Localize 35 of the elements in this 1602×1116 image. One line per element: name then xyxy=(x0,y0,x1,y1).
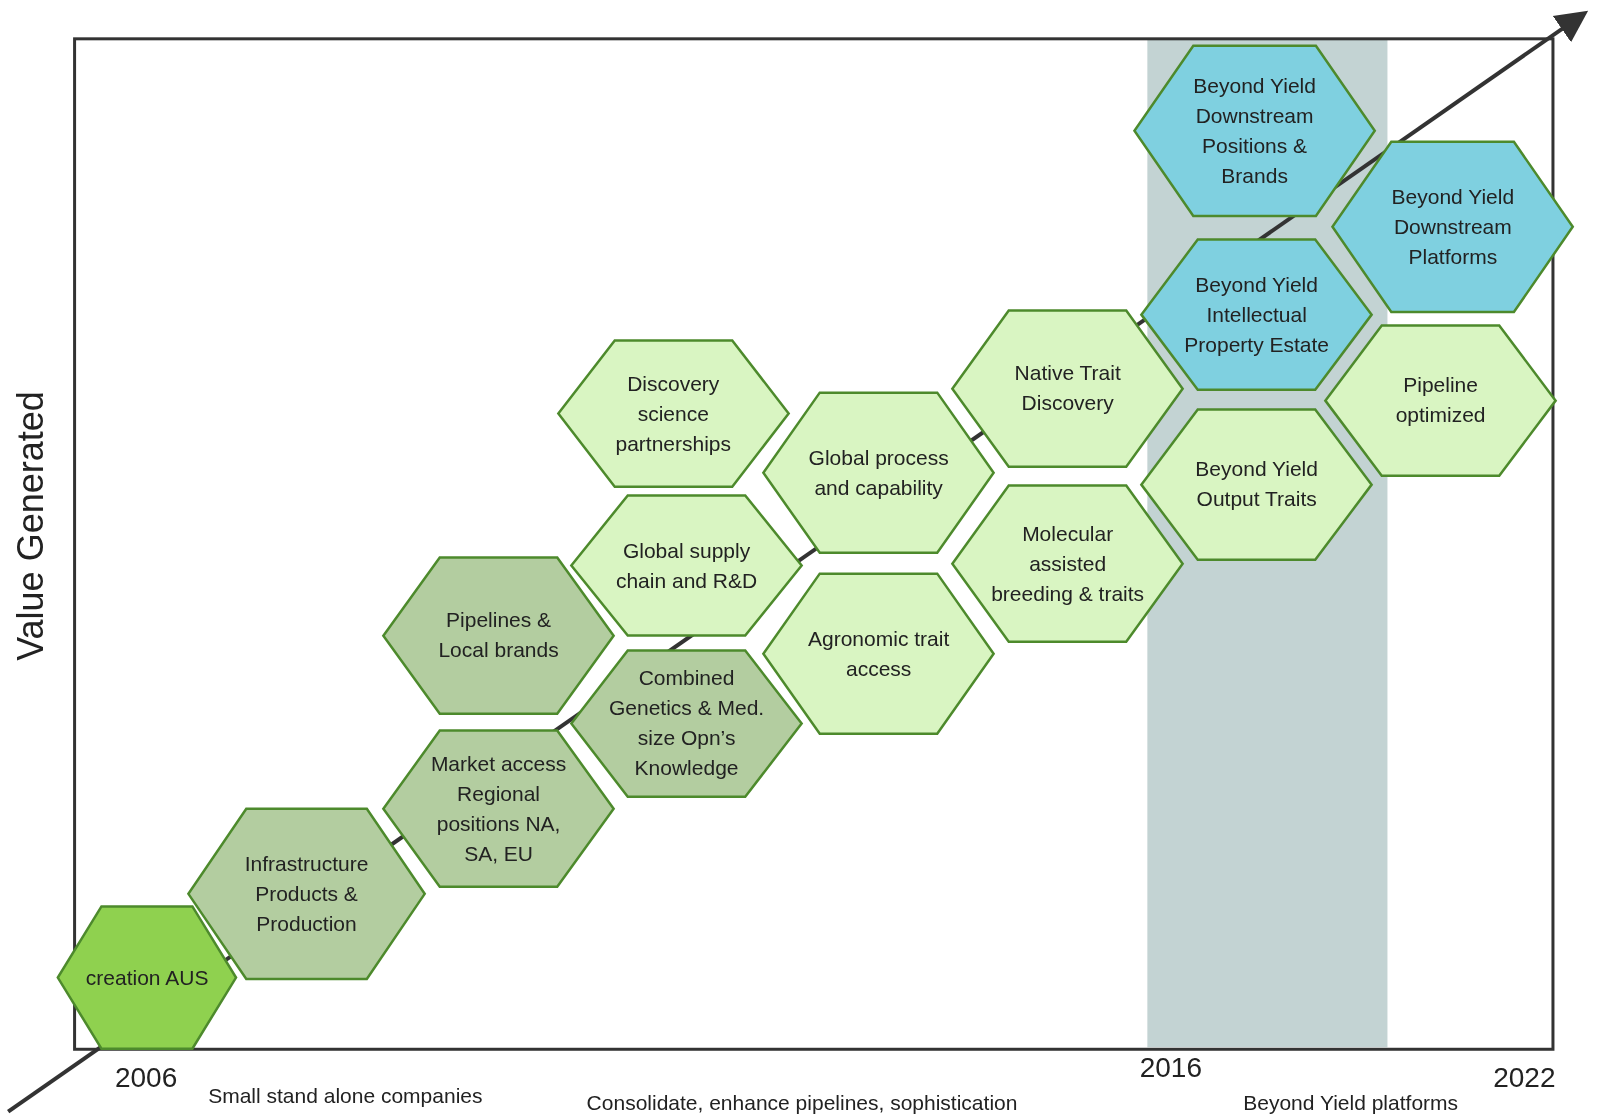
hexagon-tile xyxy=(761,391,997,555)
year-label: 2022 xyxy=(1493,1061,1556,1094)
hexagon-tile xyxy=(1132,43,1378,218)
hexagon-tile xyxy=(569,494,805,638)
hexagon-label: Beyond Yield Downstream Platforms xyxy=(1390,183,1516,270)
phase-label: Small stand alone companies xyxy=(208,1084,483,1109)
hexagon-label: Discovery science partnerships xyxy=(614,370,733,457)
hexagon-label: Pipelines & Local brands xyxy=(437,607,560,664)
hexagon-label: Infrastructure Products & Production xyxy=(243,850,370,937)
hexagon-tile xyxy=(555,339,791,489)
hexagon-label: Native Trait Discovery xyxy=(1013,360,1122,417)
phase-label: Consolidate, enhance pipelines, sophistication xyxy=(586,1091,1018,1116)
year-label: 2006 xyxy=(114,1061,178,1094)
hexagon-label: Global process and capability xyxy=(807,445,950,502)
hexagon-label: Combined Genetics & Med. size Opn’s Knowledge xyxy=(607,665,766,782)
hexagon-tile xyxy=(569,648,805,798)
hexagon-label: Beyond Yield Output Traits xyxy=(1194,456,1319,513)
hexagon-label: Beyond Yield Intellectual Property Estate xyxy=(1183,271,1331,358)
hexagon-label: Molecular assisted breeding & traits xyxy=(990,520,1146,607)
hexagon-label: Market access Regional positions NA, SA, EU xyxy=(429,751,568,868)
hexagon-tile xyxy=(1330,139,1576,314)
hexagon-label: creation AUS xyxy=(85,964,209,991)
year-label: 2016 xyxy=(1139,1051,1202,1084)
phase-label: Beyond Yield platforms xyxy=(1243,1091,1459,1116)
hexagon-tile xyxy=(1139,407,1375,561)
hexagon-label: Global supply chain and R&D xyxy=(614,538,759,594)
hexagon-label: Beyond Yield Downstream Positions & Brands xyxy=(1192,72,1317,189)
axis-title: Value Generated xyxy=(9,391,52,661)
hexagon-label: Agronomic trait access xyxy=(807,625,951,682)
hexagon-tile xyxy=(381,729,617,889)
hexagon-tile xyxy=(56,905,239,1051)
hexagon-label: Pipeline optimized xyxy=(1394,372,1487,429)
hexagon-tile xyxy=(950,308,1186,468)
hexagon-tile xyxy=(1139,238,1375,392)
hexagon-tile xyxy=(950,484,1186,644)
